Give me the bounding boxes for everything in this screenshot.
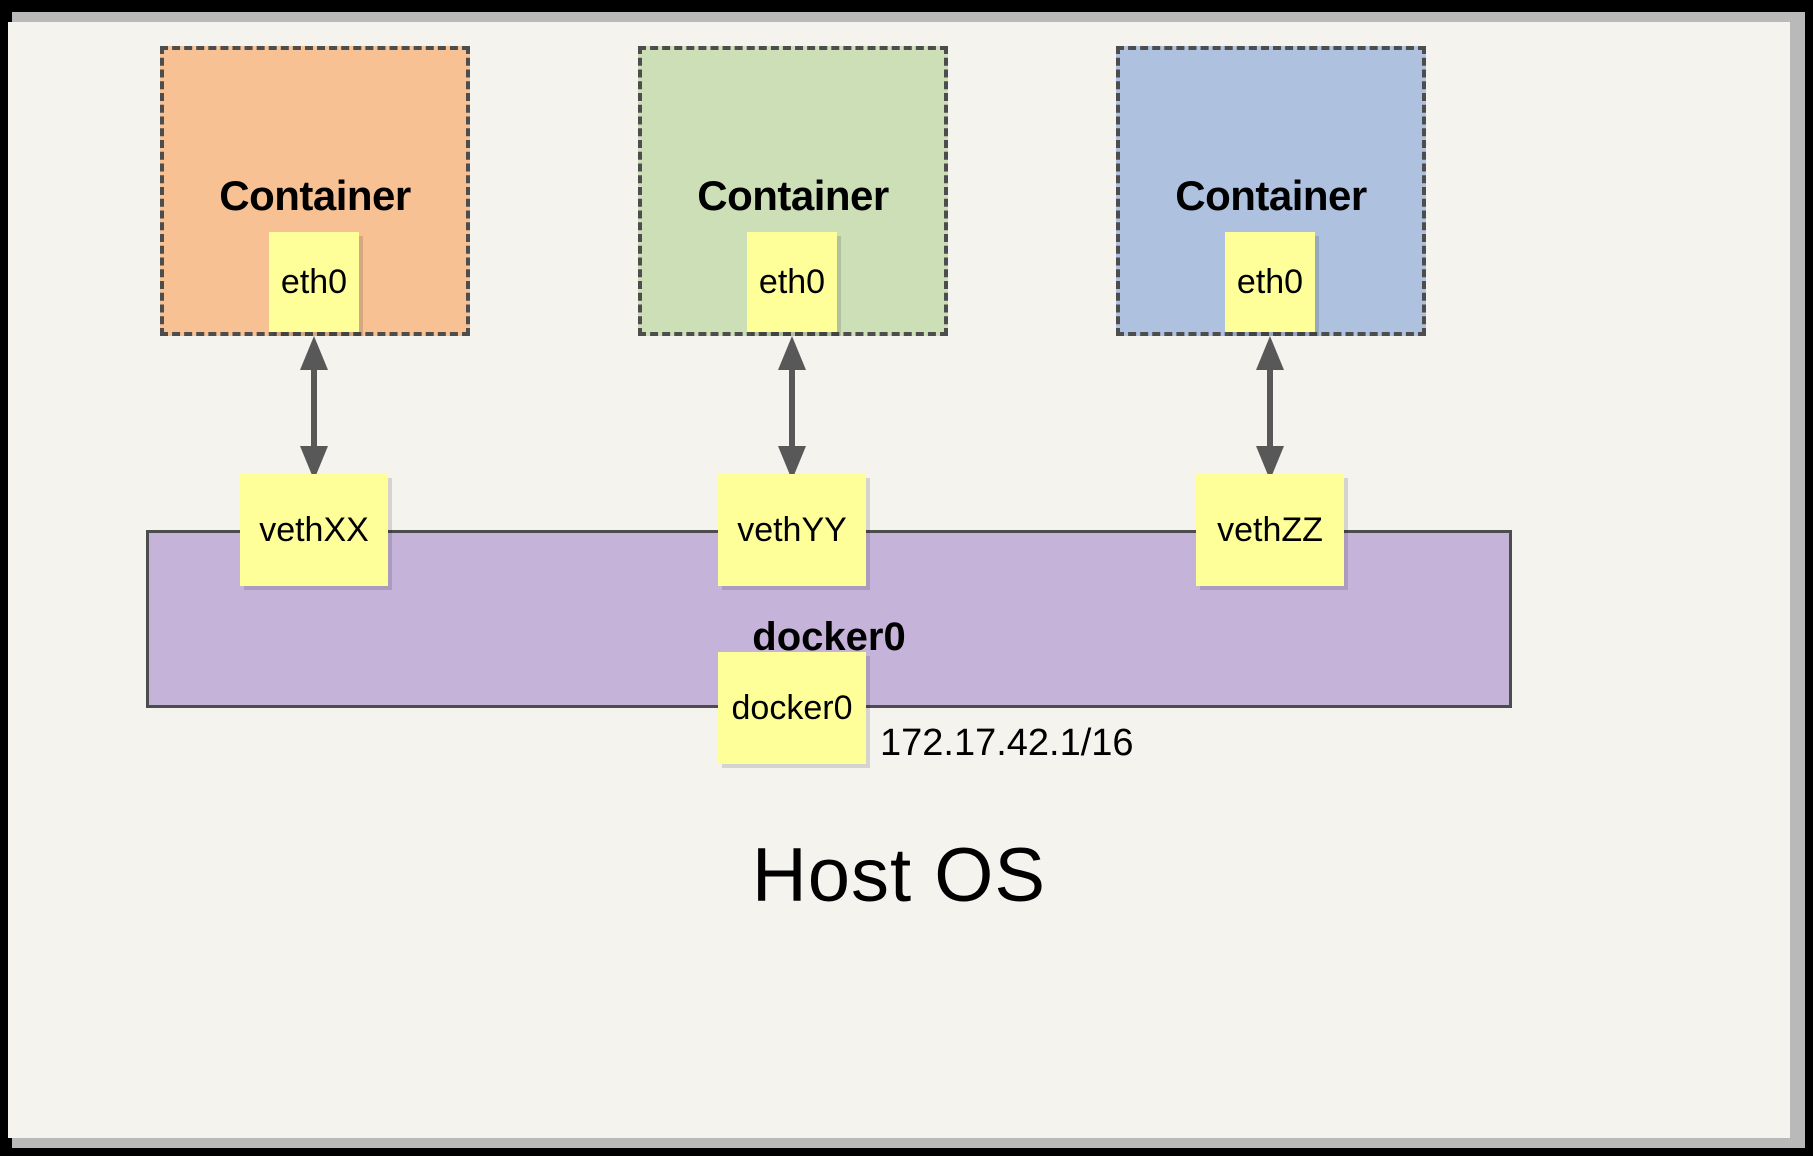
docker0-bridge-label: docker0: [752, 615, 906, 659]
container-title-3: Container: [1175, 172, 1367, 219]
container-eth0-2[interactable]: eth0: [747, 232, 837, 332]
veth-box-3[interactable]: vethZZ: [1196, 474, 1344, 586]
docker0-iface-box[interactable]: docker0: [718, 652, 866, 764]
container-title-1: Container: [219, 172, 411, 219]
veth-link-arrow-2: [778, 336, 806, 480]
host-os-title: Host OS: [751, 833, 1047, 918]
container-eth0-3[interactable]: eth0: [1225, 232, 1315, 332]
diagram-canvas: Container eth0 Container eth0 Container …: [8, 22, 1790, 1138]
veth-box-1[interactable]: vethXX: [240, 474, 388, 586]
container-title-2: Container: [697, 172, 889, 219]
docker0-ip-label: 172.17.42.1/16: [880, 722, 1134, 764]
container-box-1[interactable]: Container: [160, 46, 470, 336]
container-eth0-1[interactable]: eth0: [269, 232, 359, 332]
veth-link-arrow-1: [300, 336, 328, 480]
veth-link-arrow-3: [1256, 336, 1284, 480]
veth-box-2[interactable]: vethYY: [718, 474, 866, 586]
